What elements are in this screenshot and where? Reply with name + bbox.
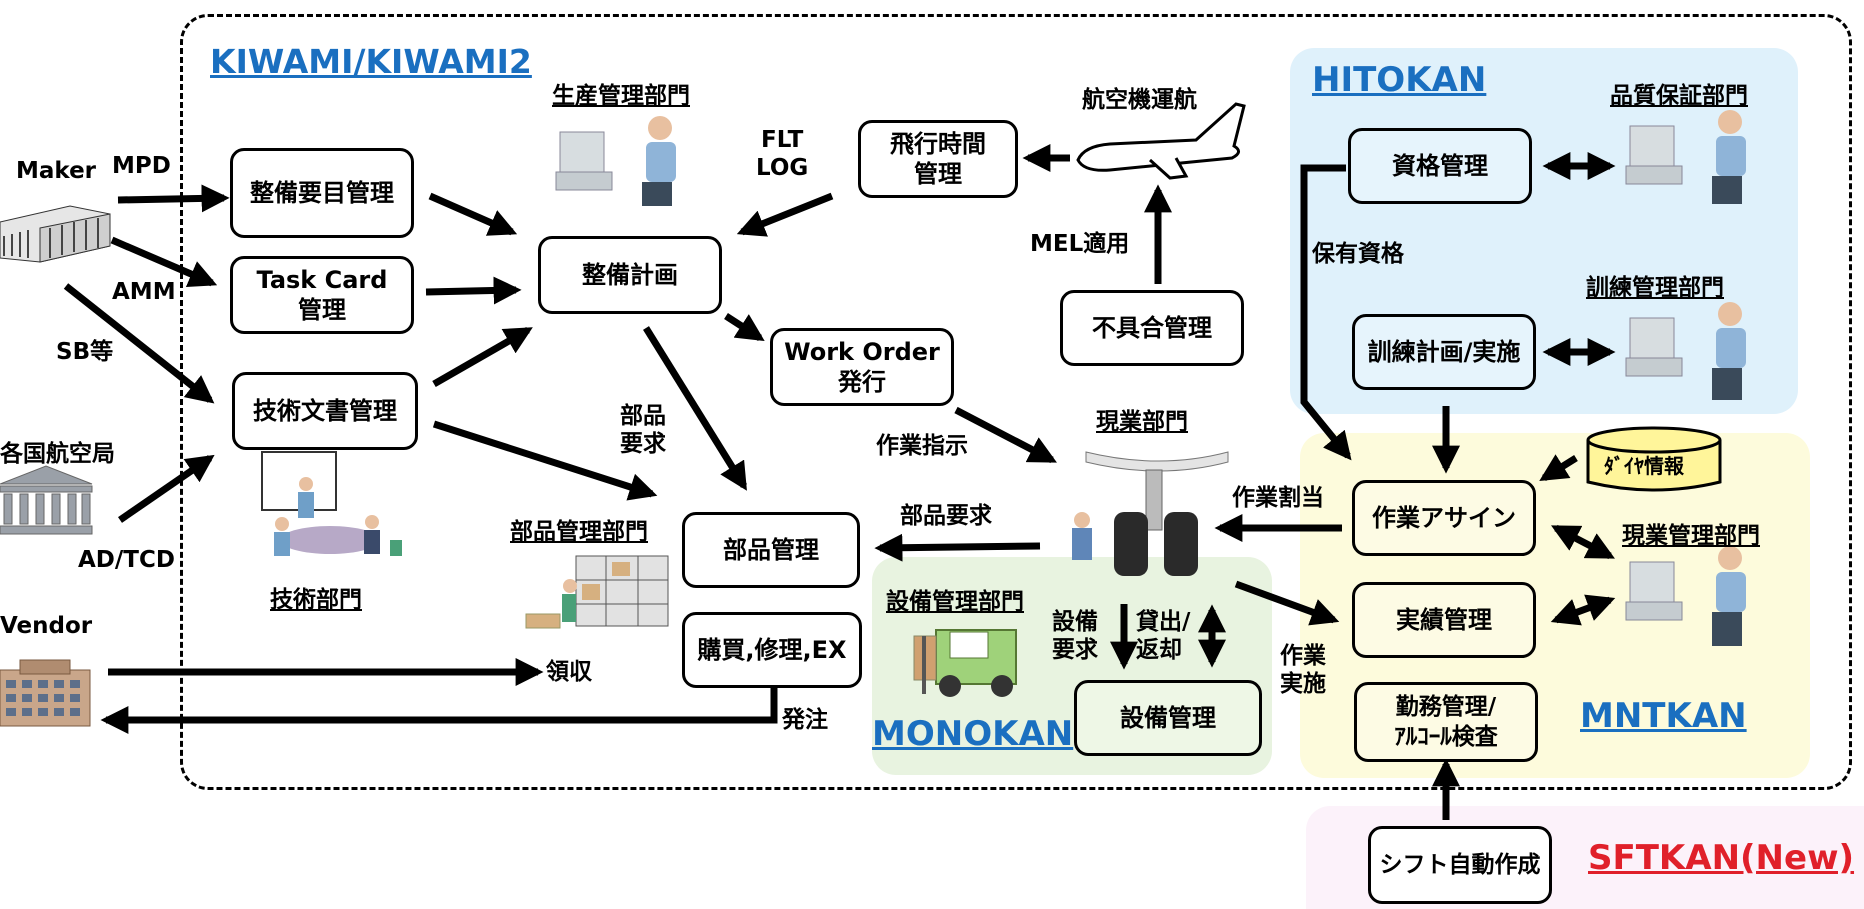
government-building-icon	[0, 465, 93, 535]
box-kunren: 訓練計画/実施	[1352, 314, 1536, 390]
workstation-seisan-icon	[555, 116, 676, 206]
arrow-ad-tcd	[118, 454, 215, 523]
label-sagyou-shiji: 作業指示	[876, 433, 968, 459]
box-sagyou-assign: 作業アサイン	[1352, 480, 1536, 556]
label-hoyuu-shikaku: 保有資格	[1312, 241, 1404, 267]
label-daiya: ﾀﾞｲﾔ情報	[1604, 454, 1684, 478]
label-flt-log: FLT LOG	[756, 127, 809, 181]
label-setsubi-youkyuu: 設備 要求	[1052, 609, 1098, 663]
label-ad-tcd: AD/TCD	[78, 547, 175, 573]
label-sb: SB等	[56, 339, 114, 365]
arrow-mpd	[117, 184, 230, 213]
arrow-wo-genba	[954, 406, 1057, 464]
dept-hinshitsu: 品質保証部門	[1610, 83, 1748, 109]
box-shift: シフト自動作成	[1368, 826, 1552, 904]
arrow-sb	[63, 283, 215, 404]
vendor-building-icon	[0, 659, 91, 727]
box-shikaku: 資格管理	[1348, 128, 1532, 204]
box-seibi-keikaku: 整備計画	[538, 236, 722, 314]
dept-setsubi: 設備管理部門	[886, 589, 1024, 615]
arrow-youmoku-keikaku	[428, 192, 518, 236]
box-seibi-youmoku: 整備要目管理	[230, 148, 414, 238]
warehouse-icon	[525, 555, 669, 629]
database-cylinder-icon	[1586, 426, 1722, 492]
label-mel: MEL適用	[1030, 231, 1130, 257]
system-label-hitokan: HITOKAN	[1312, 60, 1487, 100]
label-kashidashi: 貸出/ 返却	[1136, 609, 1191, 663]
arrow-daiya-assign	[1539, 454, 1578, 481]
dept-buhin: 部品管理部門	[510, 519, 648, 545]
system-label-kiwami: KIWAMI/KIWAMI2	[210, 42, 532, 81]
workstation-hinshitsu-icon	[1625, 110, 1746, 204]
box-setsubi-kanri: 設備管理	[1074, 680, 1262, 756]
meeting-icon	[261, 451, 402, 556]
box-kinmu: 勤務管理/ ｱﾙｺｰﾙ検査	[1354, 682, 1538, 762]
arrow-keikaku-wo	[724, 313, 765, 342]
system-label-monokan: MONOKAN	[872, 714, 1074, 754]
label-buhin-youkyuu-1: 部品 要求	[620, 403, 666, 457]
arrow-bunsho-keikaku	[432, 326, 533, 388]
kiwami-boundary	[180, 14, 1852, 790]
arrow-amm	[110, 236, 218, 288]
label-amm: AMM	[112, 279, 176, 305]
arrow-assign-genbakanri	[1551, 524, 1615, 560]
arrow-taskcard-keikaku	[425, 276, 522, 305]
box-buhin-kanri: 部品管理	[682, 512, 860, 588]
arrow-jisseki-genbakanri	[1550, 594, 1616, 626]
dept-seisan: 生産管理部門	[552, 83, 690, 109]
box-fuguai: 不具合管理	[1060, 290, 1244, 366]
arrow-genba-buhin	[874, 533, 1041, 562]
forklift-icon	[913, 629, 1017, 697]
box-gijutsu-bunsho: 技術文書管理	[232, 372, 418, 450]
label-sagyou-wariate: 作業割当	[1232, 485, 1324, 511]
label-koukuuki-unkou: 航空機運航	[1082, 87, 1197, 113]
label-juryou: 領収	[546, 659, 592, 685]
maker-building-icon	[0, 205, 111, 263]
dept-gijutsu: 技術部門	[270, 587, 362, 613]
arrow-hikou-keikaku	[736, 192, 834, 237]
label-mpd: MPD	[112, 153, 171, 179]
system-label-sftkan: SFTKAN(New)	[1588, 838, 1855, 878]
arrow-hacchuu-vendor	[100, 688, 778, 734]
box-koubai: 購買,修理,EX	[682, 612, 862, 688]
workstation-genbakanri-icon	[1625, 546, 1746, 646]
label-kakkoku: 各国航空局	[0, 441, 115, 467]
label-maker: Maker	[16, 158, 97, 184]
arrow-keikaku-buhin	[643, 326, 747, 491]
box-work-order: Work Order 発行	[770, 328, 954, 406]
box-task-card: Task Card 管理	[230, 256, 414, 334]
arrow-bunsho-buhin	[432, 420, 658, 501]
box-jisseki: 実績管理	[1352, 582, 1536, 658]
label-vendor: Vendor	[0, 613, 93, 639]
arrow-hoyuu-shikaku	[1300, 164, 1352, 461]
arrow-genba-jisseki	[1234, 580, 1340, 626]
label-hacchuu: 発注	[782, 707, 828, 733]
landing-gear-icon	[1072, 451, 1229, 576]
workstation-kunren-icon	[1625, 302, 1746, 400]
label-buhin-youkyuu-2: 部品要求	[900, 503, 992, 529]
label-sagyou-jisshi: 作業 実施	[1280, 643, 1326, 697]
dept-genba-kanri: 現業管理部門	[1622, 523, 1760, 549]
box-hikou-jikan: 飛行時間 管理	[858, 120, 1018, 198]
dept-kunren: 訓練管理部門	[1586, 275, 1724, 301]
airplane-icon	[1076, 102, 1246, 180]
system-label-mntkan: MNTKAN	[1580, 696, 1747, 736]
dept-genba: 現業部門	[1096, 409, 1188, 435]
